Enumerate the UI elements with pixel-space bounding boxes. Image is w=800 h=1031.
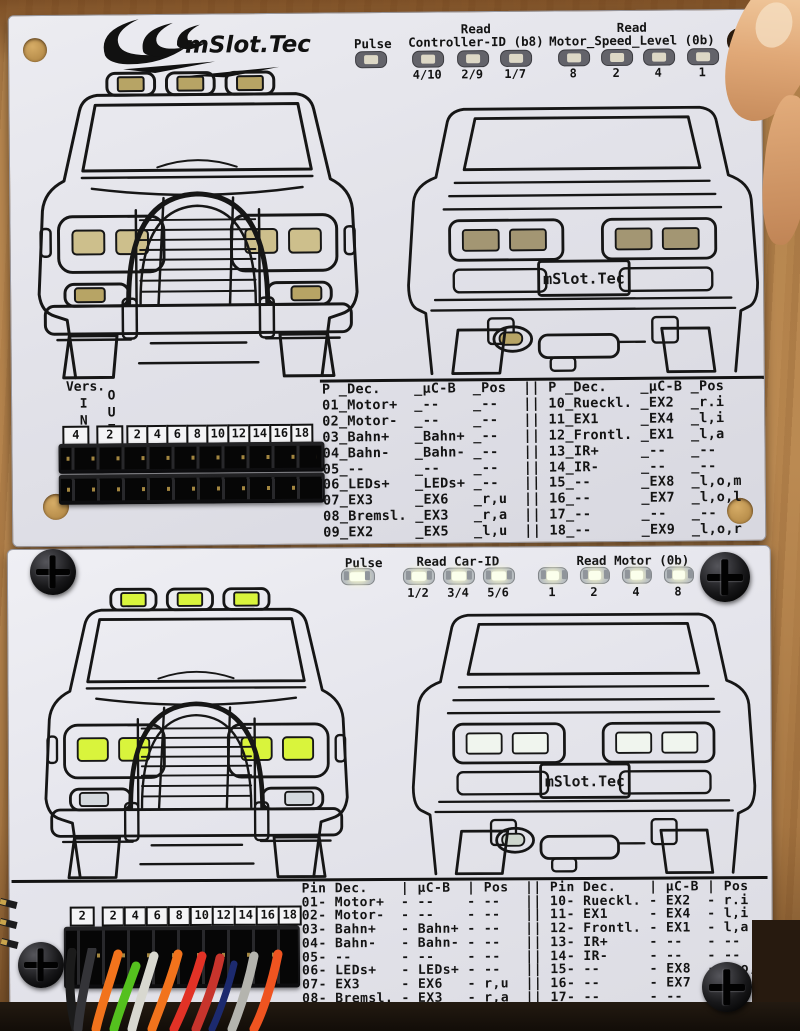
top-pcb-board: mSlot.Tec Pulse Read Controller-ID (b8) … (7, 8, 767, 548)
led-label: 2/9 (461, 67, 484, 82)
pulse-led (340, 568, 376, 586)
front-car-artwork (26, 586, 367, 880)
pin-header-row-1 (58, 441, 325, 474)
pin-label: 16 (255, 905, 280, 926)
pin-header-row-2 (58, 472, 325, 505)
motor-led-2 (579, 566, 610, 585)
read-motor-group-label: Read Motor (0b) (553, 552, 713, 569)
pin-label: 18 (277, 905, 302, 926)
motor-speed-led-2 (601, 48, 634, 67)
pin-label: 4 (123, 906, 147, 927)
car-id-led-1 (402, 567, 435, 585)
pulse-led (355, 50, 388, 69)
led-label: 2 (612, 65, 620, 81)
motor-led-4 (621, 566, 652, 584)
screw (30, 549, 76, 595)
motor-speed-title: Motor_Speed_Level (0b) (549, 32, 715, 49)
vers-label: Vers. (65, 379, 106, 395)
car-id-led-2 (442, 567, 475, 585)
led-label: 1 (698, 65, 706, 80)
pin-label-2: 2 (69, 906, 95, 927)
read-motor-title: Read Motor (0b) (576, 552, 690, 569)
controller-id-group-label: Read Controller-ID (b8) (401, 21, 551, 50)
pin-label: 14 (233, 905, 258, 926)
pulse-label: Pulse (353, 35, 392, 52)
led-label: 1/7 (504, 66, 527, 81)
car-id-title: Read Car-ID (416, 553, 500, 569)
pin-label: 2 (101, 906, 125, 927)
pin-label: 12 (211, 905, 236, 926)
screw (18, 942, 64, 988)
wire-bundle (65, 948, 283, 1031)
controller-id-title: Controller-ID (b8) (408, 33, 544, 50)
led-label: 8 (569, 66, 577, 81)
motor-speed-group-label: Read Motor_Speed_Level (0b) (542, 20, 722, 49)
logo-text: mSlot.Tec (185, 32, 311, 59)
pin-table: Pin Dec. | µC-B | Pos || Pin Dec. | µC-B… (302, 879, 766, 1020)
controller-id-led-1 (412, 50, 445, 68)
rear-car-artwork (397, 90, 767, 376)
rear-car-artwork (403, 597, 764, 876)
pin-table-line: 09_EX2 _EX5 _l,u || 18_-- _EX9 _l,o,r (323, 521, 743, 541)
controller-id-led-3 (500, 49, 533, 68)
led-label: 4/10 (412, 67, 442, 82)
controller-id-led-2 (457, 50, 490, 68)
mslot-logo: mSlot.Tec (103, 19, 311, 78)
motor-led-1 (537, 567, 568, 585)
motor-speed-led-8 (558, 49, 591, 67)
bottom-pcb-board: Pulse Read Car-ID 1/2 3/4 5/6 Read Motor… (6, 545, 774, 1020)
motor-speed-led-4 (643, 48, 676, 66)
pin-label: 10 (189, 905, 214, 927)
pin-table: P _Dec. _µC-B _Pos || P _Dec. _µC-B _Pos… (322, 378, 743, 542)
led-label: 4 (654, 65, 662, 80)
mounting-hole (22, 37, 48, 63)
pin-label: 6 (145, 906, 169, 927)
pin-label: 8 (167, 906, 191, 927)
screw (702, 962, 752, 1012)
car-id-led-3 (482, 567, 515, 585)
car-id-group-label: Read Car-ID (388, 553, 528, 569)
front-car-artwork (17, 69, 378, 380)
motor-led-8 (663, 566, 694, 584)
motor-speed-led-1 (687, 48, 720, 66)
screw (700, 552, 750, 602)
